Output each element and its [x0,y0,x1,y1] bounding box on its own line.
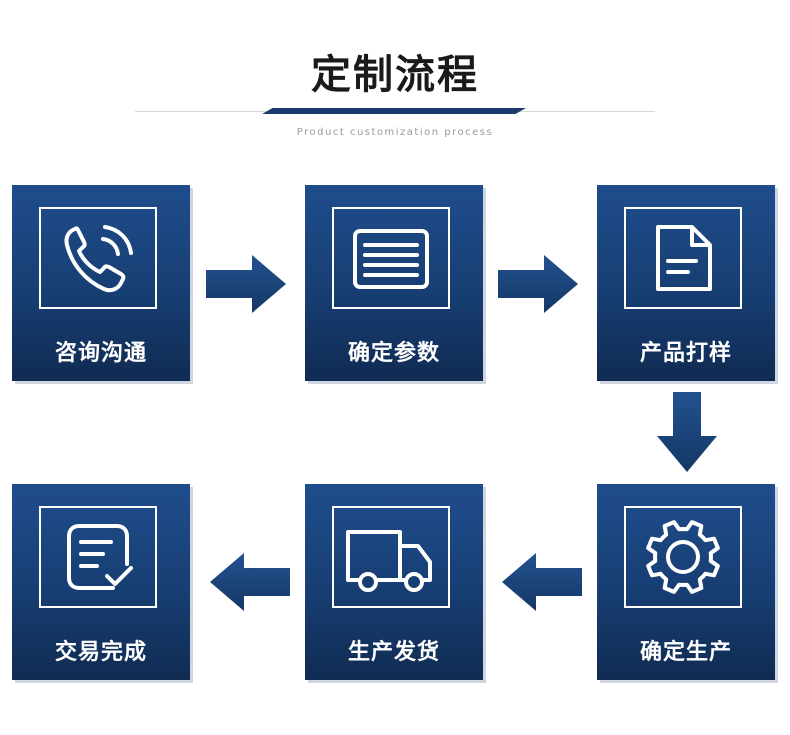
icon-frame [39,506,157,608]
truck-icon [346,530,432,592]
document-lines-icon [353,229,429,289]
title-accent-bar [262,108,526,114]
arrow-down-icon [657,392,717,472]
step-card-complete: 交易完成 [12,484,190,680]
page-subtitle: Product customization process [296,127,494,138]
icon-frame [332,207,450,309]
icon-frame [332,506,450,608]
checklist-icon [67,524,133,590]
icon-frame [624,506,742,608]
arrow-left-icon [210,553,290,611]
step-label: 咨询沟通 [54,341,147,366]
file-icon [656,225,712,291]
step-label: 交易完成 [54,640,147,665]
step-card-confirm-production: 确定生产 [597,484,775,680]
step-label: 确定参数 [347,341,440,366]
arrow-left-icon [502,553,582,611]
step-card-sample: 产品打样 [597,185,775,381]
step-label: 生产发货 [347,640,440,665]
arrow-right-icon [206,255,286,313]
gear-icon [646,520,720,594]
step-card-shipping: 生产发货 [305,484,483,680]
icon-frame [624,207,742,309]
step-card-parameters: 确定参数 [305,185,483,381]
step-label: 确定生产 [639,640,732,665]
phone-icon [64,225,133,293]
icon-frame [39,207,157,309]
step-card-consult: 咨询沟通 [12,185,190,381]
step-label: 产品打样 [639,341,732,366]
page-title: 定制流程 [311,52,479,98]
arrow-right-icon [498,255,578,313]
